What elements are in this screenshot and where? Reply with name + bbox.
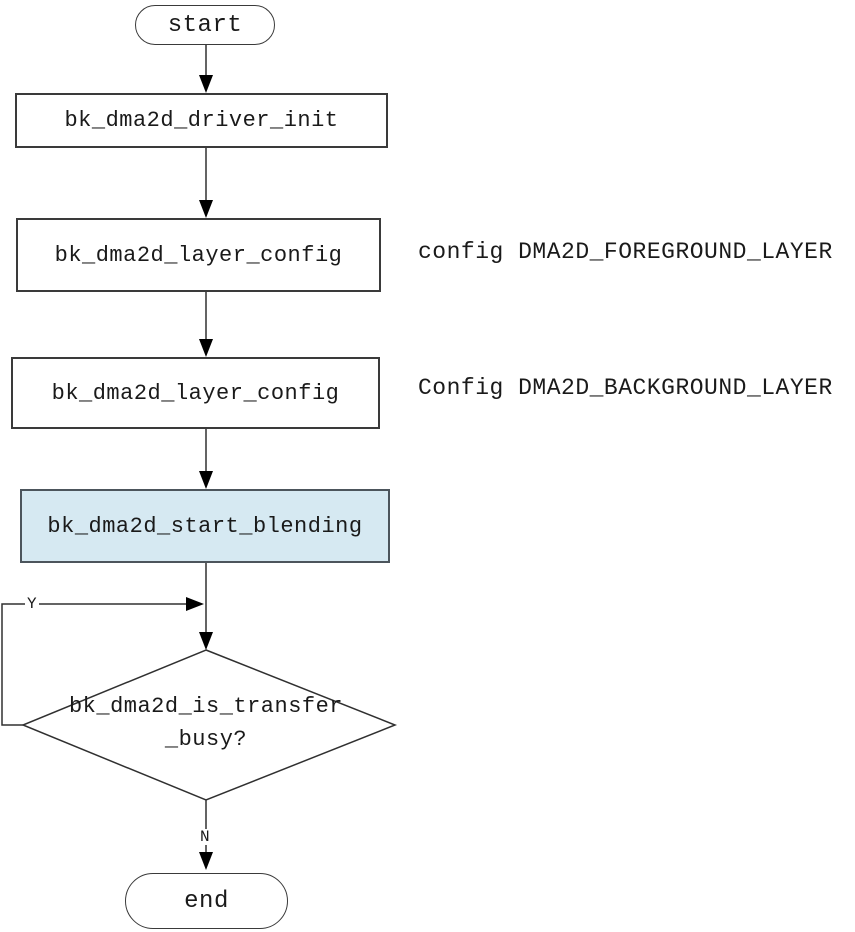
arrowhead-layer-config-fg-to-bg xyxy=(199,339,213,357)
start-node: start xyxy=(135,5,275,45)
edge-decision-yes-loop xyxy=(1,603,186,726)
arrowhead-decision-yes-loop xyxy=(186,597,204,611)
layer-config-background-node: bk_dma2d_layer_config xyxy=(11,357,380,429)
driver-init-node: bk_dma2d_driver_init xyxy=(15,93,388,148)
arrowhead-start-blending-to-decision xyxy=(199,632,213,650)
annotation-background-layer: Config DMA2D_BACKGROUND_LAYER xyxy=(418,375,833,401)
annotation-foreground-layer: config DMA2D_FOREGROUND_LAYER xyxy=(418,239,833,265)
arrowhead-decision-to-end xyxy=(199,852,213,870)
decision-diamond-shape xyxy=(21,649,398,801)
arrowhead-start-to-driver-init xyxy=(199,75,213,93)
arrowhead-driver-init-to-layer-config-fg xyxy=(199,200,213,218)
decision-label-line1: bk_dma2d_is_transfer xyxy=(68,694,344,719)
arrowhead-layer-config-bg-to-start-blending xyxy=(199,471,213,489)
start-blending-node: bk_dma2d_start_blending xyxy=(20,489,390,563)
decision-node-label: bk_dma2d_is_transfer _busy? xyxy=(56,690,356,756)
end-node: end xyxy=(125,873,288,929)
no-edge-label: N xyxy=(198,828,212,846)
yes-edge-label: Y xyxy=(25,595,39,613)
decision-label-line2: _busy? xyxy=(164,727,248,752)
layer-config-foreground-node: bk_dma2d_layer_config xyxy=(16,218,381,292)
